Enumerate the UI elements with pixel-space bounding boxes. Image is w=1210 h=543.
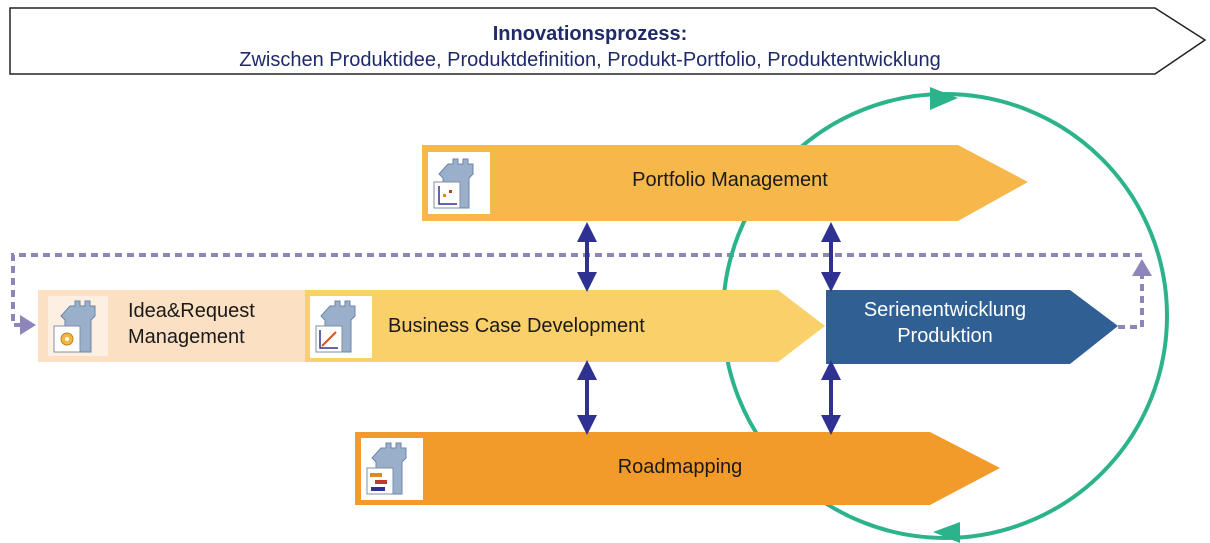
tower-gear-icon [48,296,108,356]
roadmapping-label: Roadmapping [617,456,743,478]
idea-request-label: Idea&Request Management [128,298,255,350]
cycle-arrowhead-top [930,87,958,110]
serienentwicklung-arrow [826,290,1118,364]
idea-request-label-line1: Idea&Request [128,300,255,322]
serienentwicklung-label: Serienentwicklung Produktion [830,297,1060,349]
serienentwicklung-label-line1: Serienentwicklung [863,299,1027,321]
cycle-arrowhead-bottom [933,522,960,543]
feedback-arrowhead-right [20,315,36,335]
header-title: Innovationsprozess: [492,23,688,45]
portfolio-management-arrow [422,145,1028,221]
header-banner [9,7,1207,75]
idea-request-label-line2: Management [128,326,245,348]
tower-chart-icon [428,152,490,214]
portfolio-management-label: Portfolio Management [632,169,828,191]
tower-growth-icon [310,296,372,358]
roadmapping-arrow [355,432,1000,505]
header-subtitle: Zwischen Produktidee, Produktdefinition,… [239,49,941,71]
serienentwicklung-label-line2: Produktion [897,325,993,347]
business-case-label: Business Case Development [388,315,645,337]
tower-gantt-icon [361,438,423,500]
business-case-arrow [305,290,825,362]
feedback-arrowhead-up [1132,259,1152,276]
